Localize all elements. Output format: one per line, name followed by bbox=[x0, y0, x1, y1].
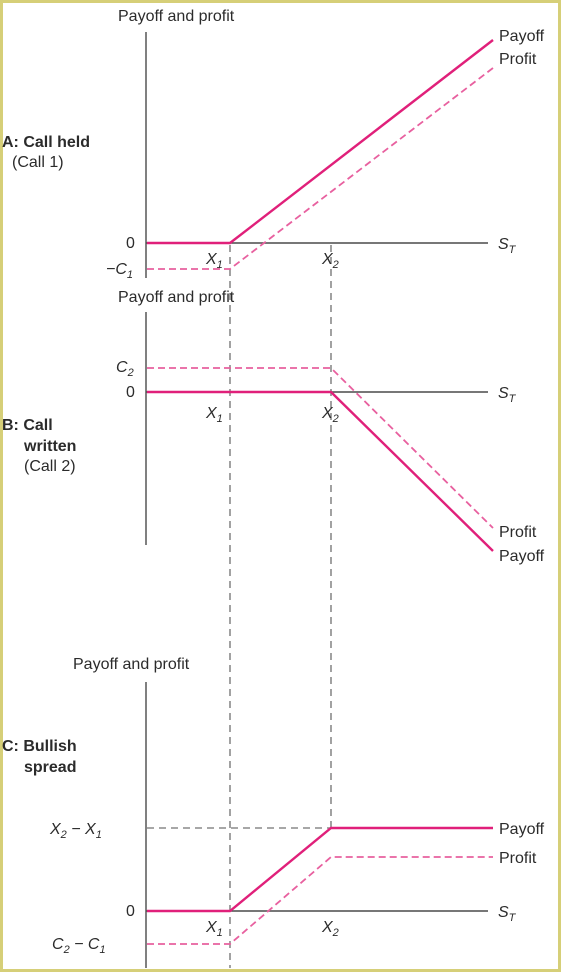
panel-b-zero-label: 0 bbox=[126, 384, 135, 401]
panel-b-x1-label: X1 bbox=[205, 405, 223, 425]
panel-a-neg-c1-label: −C1 bbox=[106, 261, 133, 281]
panel-b-legend-profit: Profit bbox=[499, 524, 537, 541]
panel-c-legend-payoff: Payoff bbox=[499, 821, 545, 838]
panel-a-title: A: Call held bbox=[2, 134, 90, 151]
panel-b-subtitle: (Call 2) bbox=[24, 458, 76, 475]
panel-b-title-line2: written bbox=[23, 438, 76, 455]
panel-b-x2-label: X2 bbox=[321, 405, 339, 425]
panel-b-c2-label: C2 bbox=[116, 359, 134, 379]
panel-c-payoff-line bbox=[147, 826, 493, 913]
panel-c-title-line1: C: Bullish bbox=[2, 738, 77, 755]
panel-c: Payoff and profit C: Bullish spread X2 −… bbox=[2, 656, 545, 968]
panel-a-profit-line bbox=[147, 67, 494, 270]
panel-b-payoff-line bbox=[147, 390, 494, 552]
panel-c-c2-minus-c1-label: C2 − C1 bbox=[52, 936, 106, 956]
panel-c-x1-label: X1 bbox=[205, 919, 223, 939]
panel-a-legend-profit: Profit bbox=[499, 51, 537, 68]
panel-c-title-line2: spread bbox=[24, 759, 76, 776]
panel-a-x2-label: X2 bbox=[321, 251, 339, 271]
panel-a-y-title: Payoff and profit bbox=[118, 8, 235, 25]
panel-a-subtitle: (Call 1) bbox=[12, 154, 64, 171]
panel-a-payoff-line bbox=[147, 39, 494, 245]
panel-b-st-label: ST bbox=[498, 385, 517, 405]
panel-c-profit-line bbox=[147, 856, 493, 945]
panel-b-title-line1: B: Call bbox=[2, 417, 53, 434]
panel-c-st-label: ST bbox=[498, 904, 517, 924]
panel-a-st-label: ST bbox=[498, 236, 517, 256]
panel-c-legend-profit: Profit bbox=[499, 850, 537, 867]
panel-b-y-title: Payoff and profit bbox=[118, 289, 235, 306]
panel-a-x1-label: X1 bbox=[205, 251, 223, 271]
panel-c-x2-label: X2 bbox=[321, 919, 339, 939]
panel-a-legend-payoff: Payoff bbox=[499, 28, 545, 45]
panel-b-profit-line bbox=[147, 367, 494, 529]
panel-c-x2-minus-x1-label: X2 − X1 bbox=[49, 821, 102, 841]
panel-c-y-title: Payoff and profit bbox=[73, 656, 190, 673]
panel-a: Payoff and profit A: Call held (Call 1) … bbox=[2, 8, 545, 281]
panel-b: Payoff and profit B: Call written (Call … bbox=[2, 289, 545, 565]
panel-b-legend-payoff: Payoff bbox=[499, 548, 545, 565]
panel-c-zero-label: 0 bbox=[126, 903, 135, 920]
panel-a-zero-label: 0 bbox=[126, 235, 135, 252]
